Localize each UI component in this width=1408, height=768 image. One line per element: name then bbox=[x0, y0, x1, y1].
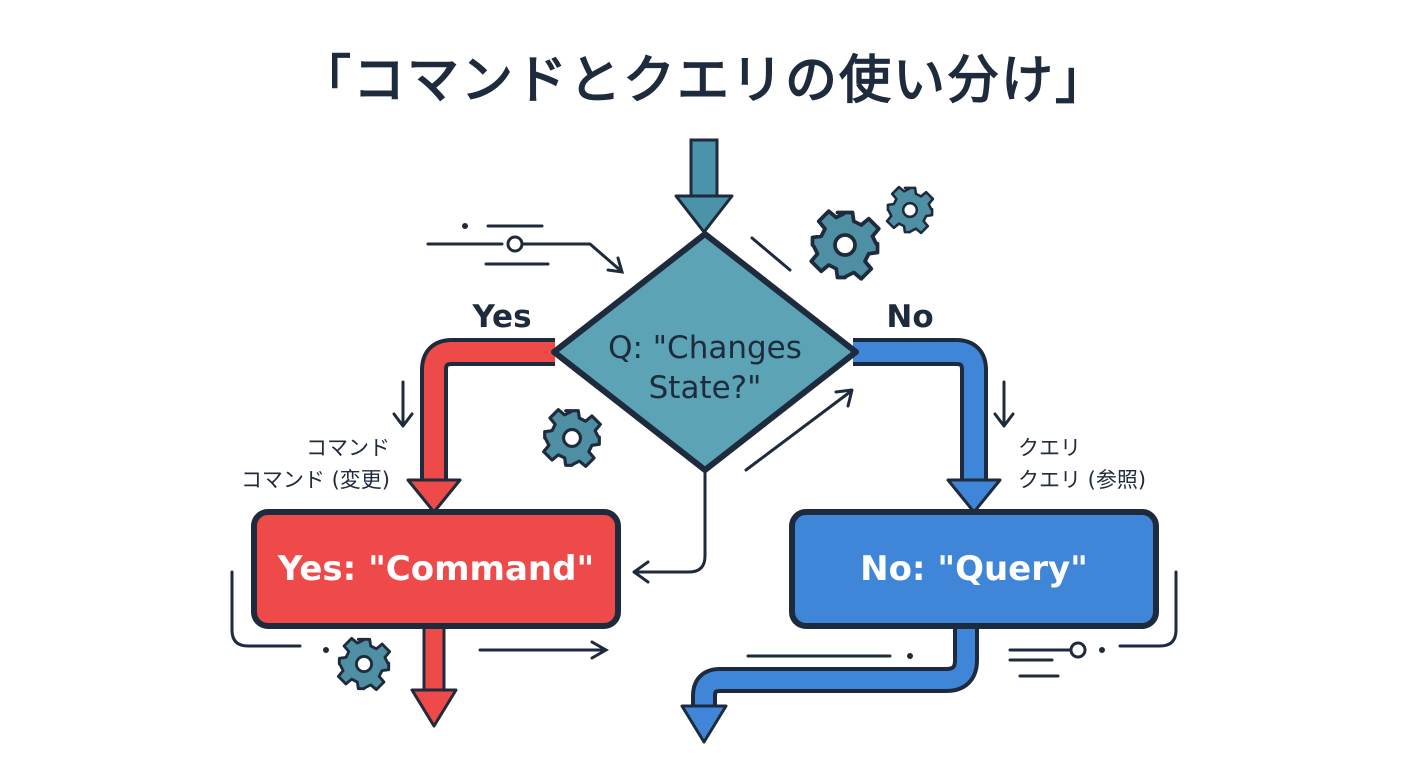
decision-text-line2: State?" bbox=[649, 370, 762, 406]
command-caption-line2: コマンド (変更) bbox=[241, 468, 390, 492]
command-box: Yes: "Command" bbox=[251, 509, 621, 629]
query-box: No: "Query" bbox=[789, 509, 1159, 629]
decision-text-line1: Q: "Changes bbox=[608, 330, 802, 366]
no-path-arrow bbox=[853, 338, 1002, 514]
connector-line bbox=[632, 470, 707, 584]
input-arrow bbox=[674, 138, 734, 234]
yes-branch-label: Yes bbox=[471, 299, 531, 335]
decision-node: Q: "Changes State?" bbox=[551, 231, 859, 473]
gear-icon bbox=[885, 185, 935, 235]
command-label: Yes: "Command" bbox=[277, 549, 594, 589]
query-bracket-lines bbox=[746, 570, 1178, 678]
gear-icon bbox=[336, 636, 392, 692]
page-title: 「コマンドとクエリの使い分け」 bbox=[298, 51, 1109, 111]
motion-lines-upper-right bbox=[750, 236, 792, 272]
command-bracket-lines bbox=[230, 570, 610, 660]
motion-lines-top-left bbox=[426, 223, 625, 274]
query-caption-line2: クエリ (参照) bbox=[1018, 468, 1146, 492]
query-label: No: "Query" bbox=[860, 549, 1088, 589]
no-branch-label: No bbox=[886, 299, 933, 335]
diagonal-arrow-icon bbox=[744, 388, 854, 472]
gear-icon bbox=[809, 209, 881, 281]
query-caption-line1: クエリ bbox=[1018, 436, 1081, 460]
command-output-arrow bbox=[410, 624, 458, 728]
yes-path-arrow bbox=[406, 338, 555, 514]
query-output-arrow bbox=[680, 626, 979, 744]
gear-icon bbox=[542, 408, 602, 468]
command-caption-line1: コマンド bbox=[306, 436, 390, 460]
command-down-arrow-icon bbox=[392, 380, 414, 428]
query-down-arrow-icon bbox=[993, 380, 1015, 428]
